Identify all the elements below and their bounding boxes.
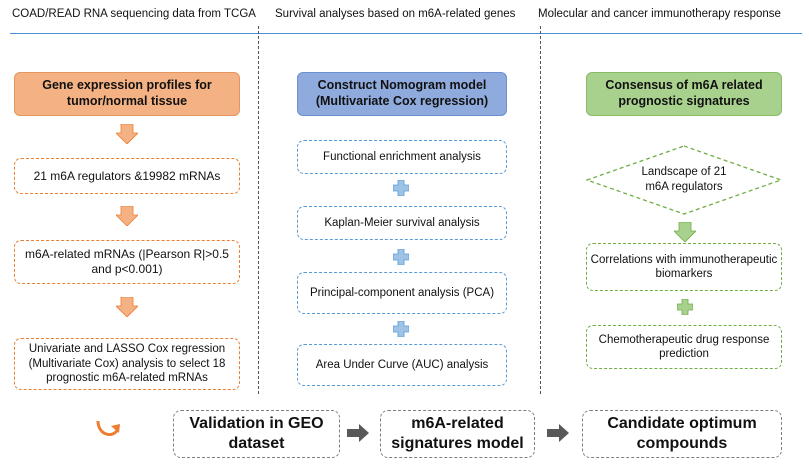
plus-icon bbox=[393, 321, 409, 337]
plus-icon bbox=[677, 299, 693, 315]
nomogram-box: Construct Nomogram model (Multivariate C… bbox=[297, 72, 507, 116]
header-divider bbox=[10, 33, 802, 34]
candidate-compounds-box: Candidate optimum compounds bbox=[582, 410, 782, 458]
diamond-shape bbox=[586, 145, 782, 215]
consensus-box: Consensus of m6A related prognostic sign… bbox=[586, 72, 782, 116]
gene-expression-box: Gene expression profiles for tumor/norma… bbox=[14, 72, 240, 116]
regulators-box: 21 m6A regulators &19982 mRNAs bbox=[14, 158, 240, 194]
correlations-box: Correlations with immunotherapeutic biom… bbox=[586, 243, 782, 291]
signatures-model-box: m6A-related signatures model bbox=[380, 410, 535, 458]
pca-box: Principal-component analysis (PCA) bbox=[297, 272, 507, 314]
right-arrow-icon bbox=[547, 424, 569, 442]
down-arrow-icon bbox=[116, 297, 138, 317]
functional-enrichment-box: Functional enrichment analysis bbox=[297, 140, 507, 174]
plus-icon bbox=[393, 180, 409, 196]
validation-box: Validation in GEO dataset bbox=[173, 410, 340, 458]
header-col1: COAD/READ RNA sequencing data from TCGA bbox=[12, 8, 256, 20]
landscape-label: Landscape of 21 m6A regulators bbox=[641, 166, 727, 193]
landscape-diamond: Landscape of 21 m6A regulators bbox=[586, 145, 782, 215]
down-arrow-icon bbox=[674, 222, 696, 242]
header-col2: Survival analyses based on m6A-related g… bbox=[275, 8, 516, 20]
curved-arrow-icon bbox=[96, 420, 120, 437]
down-arrow-icon bbox=[116, 124, 138, 144]
auc-box: Area Under Curve (AUC) analysis bbox=[297, 344, 507, 386]
column-divider-left bbox=[258, 26, 259, 394]
m6a-related-box: m6A-related mRNAs (|Pearson R|>0.5 and p… bbox=[14, 240, 240, 284]
chemo-box: Chemotherapeutic drug response predictio… bbox=[586, 325, 782, 369]
header-col3: Molecular and cancer immunotherapy respo… bbox=[538, 8, 781, 20]
right-arrow-icon bbox=[347, 424, 369, 442]
down-arrow-icon bbox=[116, 206, 138, 226]
plus-icon bbox=[393, 249, 409, 265]
column-divider-right bbox=[540, 26, 541, 394]
kaplan-meier-box: Kaplan-Meier survival analysis bbox=[297, 206, 507, 240]
cox-regression-box: Univariate and LASSO Cox regression (Mul… bbox=[14, 338, 240, 390]
